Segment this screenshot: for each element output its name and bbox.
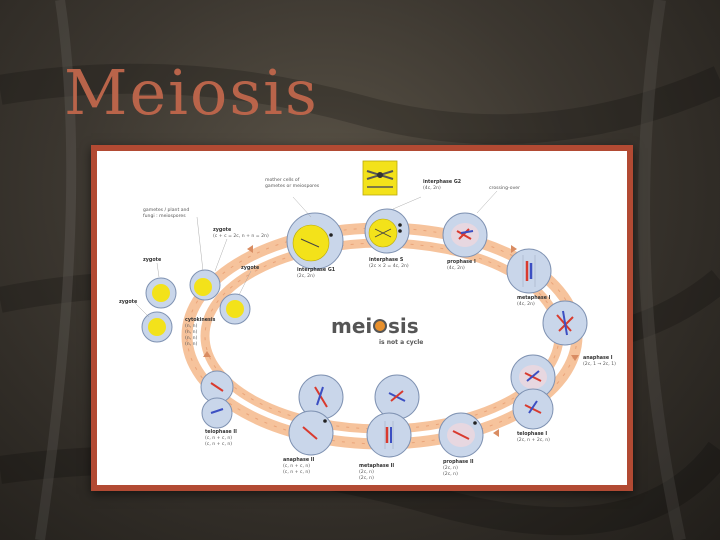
label-zygote-left: zygote [119, 299, 138, 305]
label-mother-cells-1: mother cells of [265, 177, 300, 183]
label-prophase-2-1: prophase II [443, 459, 474, 465]
cell-interphase-s [364, 208, 410, 254]
leader-lines [134, 190, 498, 318]
label-cytokinesis-4: (n, n) [185, 335, 198, 341]
arrow-mark [203, 351, 211, 357]
label-telophase-2-1: telophase II [205, 429, 237, 435]
label-cytokinesis-3: (n, n) [185, 329, 198, 335]
meiosis-diagram-svg: mei sis is not a cycle mother cells of g… [119, 160, 616, 481]
label-anaphase-2-2: (c, n + c, n) [283, 463, 310, 469]
label-anaphase-2-1: anaphase II [283, 457, 315, 463]
label-cytokinesis-5: (n, n) [185, 341, 198, 347]
label-anaphase-1-2: (2c, 1 → 2c, 1) [583, 361, 616, 367]
arrow-mark [511, 245, 517, 253]
label-zygote-cell-2: (c + c = 2c, n + n = 2n) [213, 233, 269, 239]
label-prophase-1-1: prophase I [447, 259, 476, 265]
arrow-mark [247, 245, 253, 253]
arrow-mark [493, 429, 499, 437]
label-interphase-g1-2: (2c, 2n) [297, 273, 315, 279]
label-interphase-s-2: (2c × 2 = 4c, 2n) [369, 263, 409, 269]
label-crossing-over: crossing-over [489, 185, 520, 191]
label-metaphase-1-2: (4c, 2n) [517, 301, 535, 307]
label-telophase-2-2: (c, n + c, n) [205, 435, 232, 441]
label-interphase-g1-1: interphase G1 [297, 267, 335, 273]
cell-telophase-1-top [512, 388, 554, 430]
cell-prophase-2-b [374, 374, 420, 420]
cell-telophase-2 [200, 370, 234, 429]
cell-anaphase-2 [288, 410, 334, 456]
label-metaphase-1-1: metaphase I [517, 295, 551, 301]
center-subtitle: is not a cycle [379, 339, 423, 346]
arrow-mark [571, 355, 579, 361]
label-prophase-2-2: (2c, n) [443, 465, 458, 471]
cell-anaphase-1-early [542, 300, 588, 346]
cell-metaphase-2 [366, 412, 412, 458]
cell-metaphase-2-b [298, 374, 344, 420]
center-title-o [373, 319, 387, 333]
label-metaphase-2-1: metaphase II [359, 463, 394, 469]
label-interphase-s-1: interphase S [369, 257, 404, 263]
label-telophase-1-2: (2c, n + 2c, n) [517, 437, 550, 443]
label-gametes-1: gametes / plant and [143, 207, 189, 213]
cell-prophase-2 [438, 412, 484, 458]
cell-interphase-g1 [286, 212, 344, 270]
label-mother-cells-2: gametes or meiospores [265, 183, 320, 189]
center-title-part1: mei [331, 314, 372, 338]
crossing-over-inset [362, 160, 398, 196]
label-cytokinesis-1: cytokinesis [185, 317, 216, 323]
cell-anaphase-1 [510, 354, 556, 400]
meiosis-diagram: mei sis is not a cycle mother cells of g… [97, 151, 627, 485]
label-metaphase-2-2: (2c, n) [359, 469, 374, 475]
cell-metaphase-1 [506, 248, 552, 294]
label-interphase-g2-1: interphase G2 [423, 179, 461, 185]
diagram-frame: mei sis is not a cycle mother cells of g… [91, 145, 633, 491]
label-cytokinesis-2: (n, n) [185, 323, 198, 329]
label-interphase-g2-2: (4c, 2n) [423, 185, 441, 191]
label-zygote-small: zygote [241, 265, 260, 271]
label-gametes-2: fungi : meiospores [143, 213, 186, 219]
cell-prophase-1 [442, 212, 488, 258]
label-telophase-1-1: telophase I [517, 431, 547, 437]
label-telophase-2-3: (c, n + c, n) [205, 441, 232, 447]
center-title-part2: sis [388, 314, 419, 338]
label-anaphase-2-3: (c, n + c, n) [283, 469, 310, 475]
cell-gametes [141, 269, 251, 343]
label-anaphase-1-1: anaphase I [583, 355, 613, 361]
label-prophase-1-2: (4c, 2n) [447, 265, 465, 271]
slide-title: Meiosis [64, 56, 319, 129]
label-prophase-2-3: (2c, n) [443, 471, 458, 477]
label-zygote-cell-1: zygote [213, 227, 232, 233]
label-zygote-top: zygote [143, 257, 162, 263]
label-metaphase-2-3: (2c, n) [359, 475, 374, 481]
